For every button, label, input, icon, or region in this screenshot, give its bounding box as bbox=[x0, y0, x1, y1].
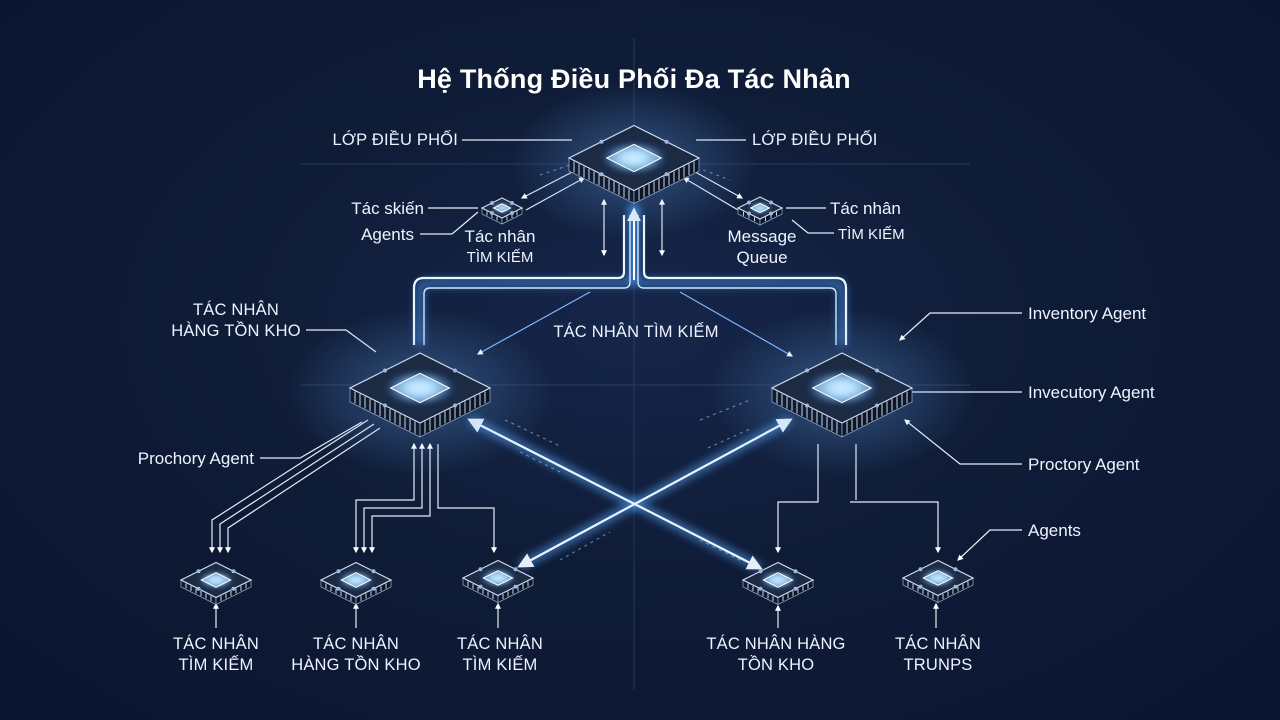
label-tac-skien: Tác skiến bbox=[351, 199, 424, 218]
bottom-node-label-1: TÁC NHÂN TÌM KIẾM bbox=[173, 634, 259, 676]
small-chip-left bbox=[480, 197, 524, 225]
diagram-title: Hệ Thống Điều Phối Đa Tác Nhân bbox=[417, 64, 851, 94]
label-invecutory-agent: Invecutory Agent bbox=[1028, 383, 1155, 402]
label-hub-left-line1: TÁC NHÂN bbox=[193, 301, 279, 319]
bottom-chip-4 bbox=[741, 561, 815, 606]
label-orchestration-right: LỚP ĐIỀU PHỐI bbox=[752, 131, 878, 149]
label-orchestration-left: LỚP ĐIỀU PHỐI bbox=[332, 131, 458, 149]
label-prochory-agent: Prochory Agent bbox=[137, 449, 254, 468]
bottom-chip-2 bbox=[319, 561, 393, 606]
label-hub-left-line2: HÀNG TỒN KHO bbox=[171, 322, 301, 340]
label-center: TÁC NHÂN TÌM KIẾM bbox=[553, 323, 719, 341]
hub-chip-left bbox=[287, 308, 553, 476]
label-message-queue-line2: Queue bbox=[736, 248, 788, 267]
bottom-node-label-2-line2: HÀNG TỒN KHO bbox=[291, 656, 421, 674]
label-small-left-line2: TÌM KIẾM bbox=[466, 249, 534, 266]
hub-chip-right bbox=[709, 308, 975, 476]
label-agents-right: Agents bbox=[1028, 521, 1081, 540]
bottom-node-label-3-line1: TÁC NHÂN bbox=[457, 635, 543, 653]
small-chip-right bbox=[736, 196, 784, 226]
label-small-left-line1: Tác nhân bbox=[464, 227, 536, 246]
bottom-node-label-1-line2: TÌM KIẾM bbox=[178, 656, 254, 674]
label-small-left: Tác nhân TÌM KIẾM bbox=[465, 226, 536, 268]
bottom-node-label-5-line2: TRUNPS bbox=[903, 656, 973, 674]
chip-layer bbox=[179, 84, 975, 606]
bottom-node-label-2-line1: TÁC NHÂN bbox=[313, 635, 399, 653]
bottom-node-label-5-line1: TÁC NHÂN bbox=[895, 635, 981, 653]
bottom-chip-5 bbox=[901, 559, 975, 604]
label-hub-left: TÁC NHÂN HÀNG TỒN KHO bbox=[171, 300, 301, 342]
lower-connectors bbox=[209, 419, 941, 628]
label-agents-left: Agents bbox=[361, 225, 414, 244]
bottom-node-label-1-line1: TÁC NHÂN bbox=[173, 635, 259, 653]
orchestrator-chip bbox=[510, 84, 758, 240]
bottom-chip-1 bbox=[179, 561, 253, 606]
bottom-node-label-2: TÁC NHÂN HÀNG TỒN KHO bbox=[291, 634, 421, 676]
bottom-node-label-3: TÁC NHÂN TÌM KIẾM bbox=[457, 634, 543, 676]
bottom-node-label-4-line1: TÁC NHÂN HÀNG bbox=[706, 635, 846, 653]
bottom-node-label-4: TÁC NHÂN HÀNG TỒN KHO bbox=[706, 634, 845, 676]
label-tac-nhan-right: Tác nhân bbox=[830, 199, 901, 218]
label-inventory-agent: Inventory Agent bbox=[1028, 304, 1147, 323]
label-proctory-agent: Proctory Agent bbox=[1028, 455, 1140, 474]
bottom-node-label-5: TÁC NHÂN TRUNPS bbox=[895, 634, 981, 676]
label-message-queue-line1: Message bbox=[727, 227, 797, 246]
label-message-queue: Message Queue bbox=[728, 226, 797, 268]
label-tim-kiem-right: TÌM KIẾM bbox=[838, 226, 905, 243]
bottom-chip-3 bbox=[461, 559, 535, 604]
bottom-node-label-3-line2: TÌM KIẾM bbox=[462, 656, 538, 674]
bottom-node-label-4-line2: TỒN KHO bbox=[737, 656, 815, 674]
